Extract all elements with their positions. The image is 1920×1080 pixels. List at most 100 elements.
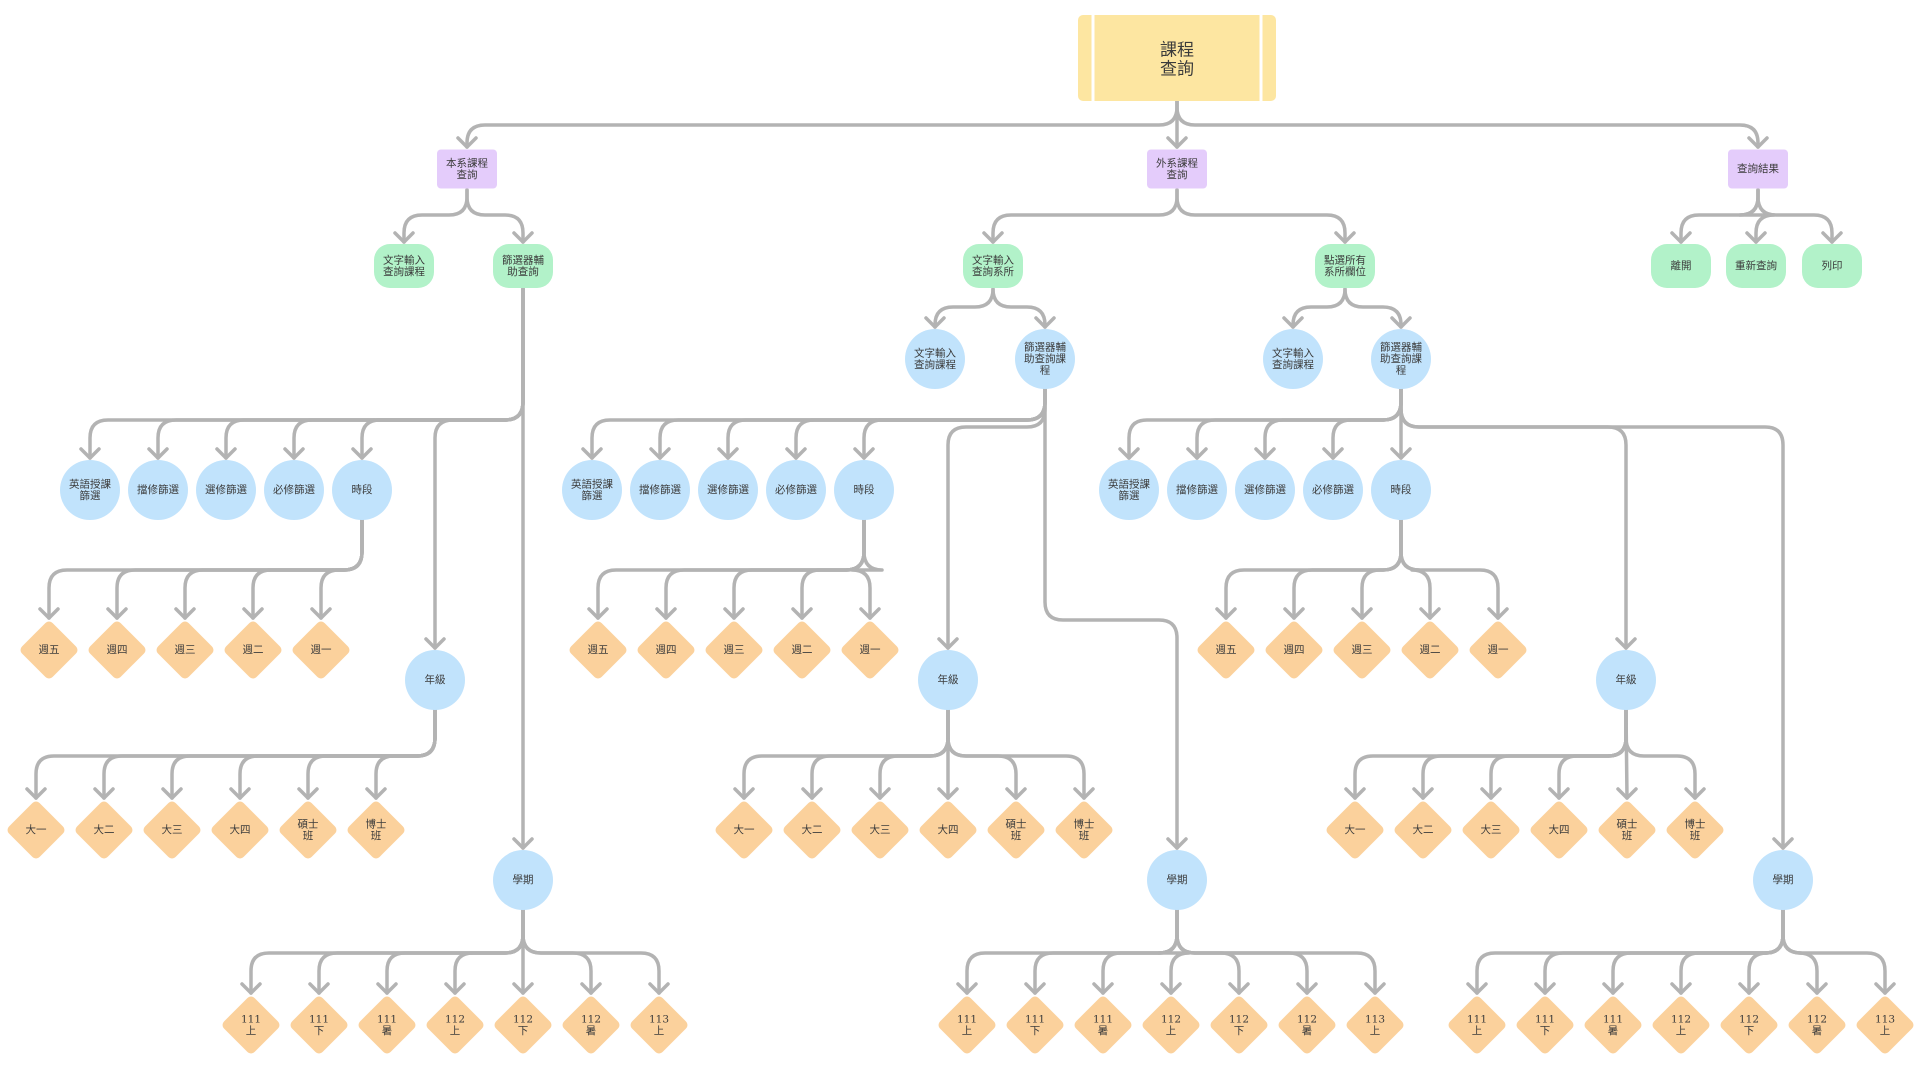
option-node-b-grade-0[interactable]: 大一 xyxy=(1324,799,1385,860)
filter-node-a-1[interactable]: 擋修篩選 xyxy=(630,460,690,520)
node-label: 週一 xyxy=(1488,644,1510,656)
filter-node-b-semester[interactable]: 學期 xyxy=(1753,850,1813,910)
filter-node-b-text-course[interactable]: 文字輸入查詢課程 xyxy=(1263,329,1323,389)
node-label: 英語授課篩選 xyxy=(571,477,613,502)
action-node-result-0[interactable]: 離開 xyxy=(1651,244,1711,288)
option-node-b-grade-2[interactable]: 大三 xyxy=(1460,799,1521,860)
filter-node-own-3[interactable]: 必修篩選 xyxy=(264,460,324,520)
action-node-other-text-dept-box xyxy=(963,244,1023,288)
filter-node-b-1[interactable]: 擋修篩選 xyxy=(1167,460,1227,520)
root-node[interactable]: 課程查詢 xyxy=(1078,15,1276,101)
option-node-a-grade-5[interactable]: 博士班 xyxy=(1053,799,1114,860)
option-node-b-weekday-3[interactable]: 週二 xyxy=(1399,619,1460,680)
option-node-b-grade-1[interactable]: 大二 xyxy=(1392,799,1453,860)
option-node-a-grade-4[interactable]: 碩士班 xyxy=(985,799,1046,860)
filter-node-a-filter-course[interactable]: 篩選器輔助查詢課程 xyxy=(1015,329,1075,389)
option-node-a-grade-3[interactable]: 大四 xyxy=(917,799,978,860)
filter-node-own-2[interactable]: 選修篩選 xyxy=(196,460,256,520)
option-node-b-grade-3[interactable]: 大四 xyxy=(1528,799,1589,860)
arrow-head-icon xyxy=(1186,447,1208,460)
category-node-other[interactable]: 外系課程查詢 xyxy=(1147,149,1207,189)
option-node-a-weekday-0[interactable]: 週五 xyxy=(567,619,628,680)
option-node-own-grade-2[interactable]: 大三 xyxy=(141,799,202,860)
option-node-own-weekday-2[interactable]: 週三 xyxy=(154,619,215,680)
option-node-a-weekday-1[interactable]: 週四 xyxy=(635,619,696,680)
action-node-other-text-dept[interactable]: 文字輸入查詢系所 xyxy=(963,244,1023,288)
action-node-other-click-dept[interactable]: 點選所有系所欄位 xyxy=(1315,244,1375,288)
node-layer: 課程查詢本系課程查詢外系課程查詢查詢結果文字輸入查詢課程篩選器輔助查詢文字輸入查… xyxy=(5,15,1915,1055)
option-node-b-weekday-0[interactable]: 週五 xyxy=(1195,619,1256,680)
filter-node-a-semester[interactable]: 學期 xyxy=(1147,850,1207,910)
filter-node-b-filter-course[interactable]: 篩選器輔助查詢課程 xyxy=(1371,329,1431,389)
category-node-result[interactable]: 查詢結果 xyxy=(1728,149,1788,189)
option-node-b-grade-4[interactable]: 碩士班 xyxy=(1596,799,1657,860)
filter-node-own-1[interactable]: 擋修篩選 xyxy=(128,460,188,520)
option-node-own-weekday-4-diamond xyxy=(292,621,350,679)
category-node-own[interactable]: 本系課程查詢 xyxy=(437,149,497,189)
option-node-own-grade-0[interactable]: 大一 xyxy=(5,799,66,860)
option-node-own-weekday-3[interactable]: 週二 xyxy=(222,619,283,680)
filter-node-b-2[interactable]: 選修篩選 xyxy=(1235,460,1295,520)
option-node-own-weekday-1[interactable]: 週四 xyxy=(86,619,147,680)
option-node-a-grade-0[interactable]: 大一 xyxy=(713,799,774,860)
filter-node-own-4[interactable]: 時段 xyxy=(332,460,392,520)
action-node-result-1[interactable]: 重新查詢 xyxy=(1726,244,1786,288)
filter-node-a-4[interactable]: 時段 xyxy=(834,460,894,520)
option-node-b-weekday-2[interactable]: 週三 xyxy=(1331,619,1392,680)
option-node-a-grade-2[interactable]: 大三 xyxy=(849,799,910,860)
option-node-own-grade-5[interactable]: 博士班 xyxy=(345,799,406,860)
filter-node-b-grade[interactable]: 年級 xyxy=(1596,650,1656,710)
filter-node-a-grade[interactable]: 年級 xyxy=(918,650,978,710)
filter-node-b-0[interactable]: 英語授課篩選 xyxy=(1099,460,1159,520)
filter-node-a-0[interactable]: 英語授課篩選 xyxy=(562,460,622,520)
option-node-b-weekday-4[interactable]: 週一 xyxy=(1467,619,1528,680)
filter-node-a-3[interactable]: 必修篩選 xyxy=(766,460,826,520)
action-node-own-text-search[interactable]: 文字輸入查詢課程 xyxy=(374,244,434,288)
filter-node-own-grade[interactable]: 年級 xyxy=(405,650,465,710)
option-node-own-grade-4[interactable]: 碩士班 xyxy=(277,799,338,860)
option-node-b-weekday-1[interactable]: 週四 xyxy=(1263,619,1324,680)
action-node-result-2[interactable]: 列印 xyxy=(1802,244,1862,288)
node-label: 本系課程查詢 xyxy=(446,156,488,181)
option-node-a-grade-1[interactable]: 大二 xyxy=(781,799,842,860)
filter-node-b-3[interactable]: 必修篩選 xyxy=(1303,460,1363,520)
filter-node-own-0[interactable]: 英語授課篩選 xyxy=(60,460,120,520)
option-node-b-grade-5[interactable]: 博士班 xyxy=(1664,799,1725,860)
filter-node-own-semester[interactable]: 學期 xyxy=(493,850,553,910)
filter-node-a-text-course[interactable]: 文字輸入查詢課程 xyxy=(905,329,965,389)
option-node-a-weekday-2[interactable]: 週三 xyxy=(703,619,764,680)
connector-result-2 xyxy=(1756,188,1834,244)
option-node-own-grade-1[interactable]: 大二 xyxy=(73,799,134,860)
option-node-own-grade-3[interactable]: 大四 xyxy=(209,799,270,860)
option-node-b-weekday-3-diamond xyxy=(1401,621,1459,679)
option-node-own-weekday-0[interactable]: 週五 xyxy=(18,619,79,680)
action-node-own-filter-search[interactable]: 篩選器輔助查詢 xyxy=(493,244,553,288)
option-node-a-weekday-3[interactable]: 週二 xyxy=(771,619,832,680)
filter-node-a-2[interactable]: 選修篩選 xyxy=(698,460,758,520)
option-node-own-weekday-4[interactable]: 週一 xyxy=(290,619,351,680)
filter-node-b-4[interactable]: 時段 xyxy=(1371,460,1431,520)
option-node-a-weekday-4[interactable]: 週一 xyxy=(839,619,900,680)
node-label: 大三 xyxy=(1481,823,1502,836)
